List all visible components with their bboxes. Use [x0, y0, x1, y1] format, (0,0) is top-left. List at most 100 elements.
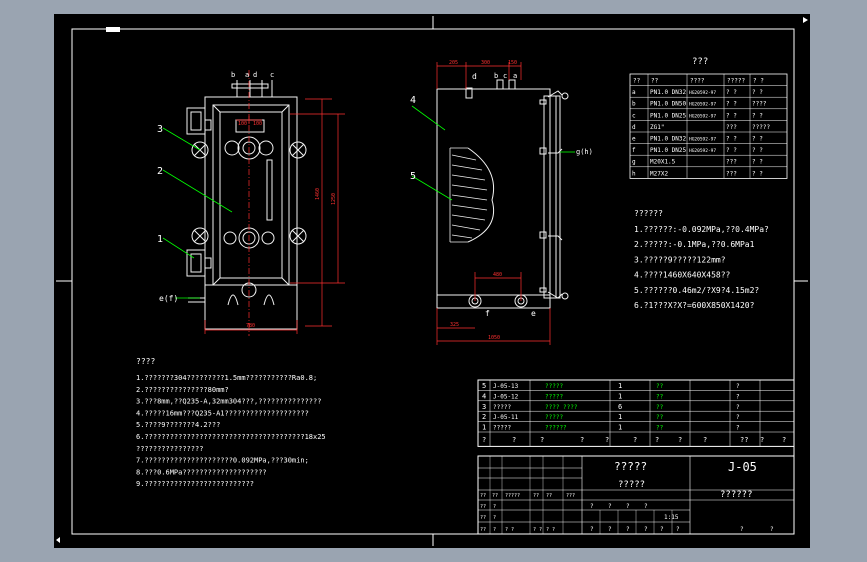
parts-row-note: ? [736, 393, 740, 400]
title-stage-cell: ? [644, 503, 648, 510]
parts-list-header: ? [605, 436, 609, 444]
nozzle-table-cell: a [632, 89, 636, 96]
nozzle-table-cell: ? ? [752, 159, 763, 166]
nozzle-table-cell: ? ? [726, 112, 737, 119]
nozzle-table-cell: ? ? [752, 89, 763, 96]
front-top-nozzles [231, 80, 273, 133]
tech-spec-line: 6.?1???X?X?=600X850X1420? [634, 301, 755, 310]
nozzle-table-cell: h [632, 170, 636, 177]
nozzle-table-cell: c [632, 112, 636, 119]
front-dim-top-left: 100 [238, 121, 247, 127]
parts-list-header: ?? [740, 436, 748, 444]
requirement-line: 3.???8mm,??Q235-A,32mm304???,???????????… [136, 398, 321, 406]
front-dim-bottom-width: 780 [246, 323, 255, 329]
title-footer-cell: ? [770, 526, 774, 533]
parts-row-qty: 1 [618, 382, 622, 390]
front-dimensions [204, 98, 345, 334]
nozzle-table-cell: g [632, 159, 636, 166]
parts-row-name: ?????? [545, 425, 567, 432]
parts-row-index: 3 [482, 403, 486, 411]
parts-list-header: ? [580, 436, 584, 444]
tech-spec-line: 4.????1460X640X458?? [634, 271, 731, 280]
company-name: ?????? [720, 490, 753, 500]
parts-list-header: ? [760, 436, 764, 444]
parts-row-code: J-05-11 [493, 414, 519, 421]
nozzle-table-cell: ? ? [752, 112, 763, 119]
title-cell: ?? [480, 504, 486, 510]
side-label-gh: g(h) [576, 148, 593, 156]
title-footer-cell: ? [626, 526, 630, 533]
nozzle-table-cell: M20X1.5 [650, 159, 676, 166]
nozzle-table-cell: ? ? [752, 136, 763, 143]
front-bottom-label: e(f) [159, 294, 178, 303]
title-sign-cell: ??? [566, 493, 575, 499]
tech-specs-title: ?????? [634, 209, 663, 218]
parts-row-material: ?? [656, 404, 664, 411]
nozzle-table-cell: PN1.0 DN25 [650, 147, 687, 154]
side-callout-4: 4 [410, 95, 416, 106]
front-dim-height-outer: 1460 [315, 188, 321, 200]
nozzle-table-cell: b [632, 101, 636, 108]
front-nozzle-label-d: d [253, 71, 257, 79]
drawing-number: J-05 [728, 460, 757, 474]
door-hinge-icons [186, 107, 212, 277]
title-footer-cell: ? [740, 526, 744, 533]
nozzle-table-header: ?? [651, 78, 659, 85]
requirement-line: 6.??????????????????????????????????????… [136, 433, 326, 441]
tech-specs: 1.??????:-0.092MPa,??0.4MPa?2.?????:-0.1… [634, 225, 769, 310]
requirement-line: 9.?????????????????????????? [136, 480, 254, 488]
tech-spec-line: 5.??????0.46m2/?X9?4.15m2? [634, 286, 759, 295]
side-view [411, 62, 575, 345]
requirement-line: 8.???0.6MPa???????????????????? [136, 468, 267, 476]
front-nozzle-label-b: b [231, 71, 235, 79]
parts-row-qty: 1 [618, 424, 622, 432]
title-cell: ? [493, 504, 496, 510]
parts-row-name: ????? [545, 393, 563, 400]
nozzle-table-frame [629, 73, 788, 179]
title-stage-cell: ? [608, 503, 612, 510]
front-door-inner [219, 111, 283, 279]
nozzle-table-cell: f [632, 147, 636, 154]
side-dim-150: 150 [508, 60, 517, 66]
front-callout-3: 3 [157, 124, 163, 135]
side-dim-300: 300 [481, 60, 490, 66]
drawing-scale: 1:15 [664, 514, 679, 521]
nozzle-table-cell: PN1.0 DN50 [650, 101, 687, 108]
nozzle-table-cell: ???? [752, 101, 767, 108]
title-footer-cell: ? [608, 526, 612, 533]
front-leaders [162, 127, 233, 299]
title-cell: ? ? [505, 527, 514, 533]
nozzle-table-cell: ? ? [726, 136, 737, 143]
nozzle-table-cell: ??? [726, 170, 737, 177]
parts-row-code: ????? [493, 404, 511, 411]
drawing-name: ????? [614, 460, 647, 473]
nozzle-table-cell: ??? [726, 124, 737, 131]
side-nozzle-label-a: a [513, 72, 517, 80]
parts-row-qty: 1 [618, 392, 622, 400]
tech-spec-line: 3.?????9?????122mm? [634, 255, 726, 264]
parts-row-qty: 1 [618, 413, 622, 421]
parts-list-header: ? [703, 436, 707, 444]
parts-row-note: ? [736, 404, 740, 411]
title-cell: ?? [480, 515, 486, 521]
nozzle-table-cell: e [632, 136, 636, 143]
nozzle-table-cell: HG20592-97 [689, 113, 716, 119]
parts-row-material: ?? [656, 393, 664, 400]
nozzle-table-cell: ? ? [752, 147, 763, 154]
parts-row-code: J-05-13 [493, 383, 519, 390]
requirement-line: 2.???????????????80mm? [136, 386, 229, 394]
title-footer-cell: ? [676, 526, 680, 533]
tech-spec-line: 1.??????:-0.092MPa,??0.4MPa? [634, 225, 769, 234]
nozzle-table-cell: ????? [752, 124, 770, 131]
parts-row-code: ????? [493, 425, 511, 432]
nozzle-table-title: ??? [692, 57, 708, 67]
side-dimensions [436, 62, 551, 345]
title-stage-cell: ? [590, 503, 594, 510]
side-door-clamp-icons [539, 90, 569, 300]
nozzle-table-header: ?? [633, 78, 641, 85]
requirement-line: 5.????9???????4.2??? [136, 421, 220, 429]
title-sign-cell: ????? [505, 493, 520, 499]
side-nozzle-label-c: c [503, 72, 507, 80]
requirement-line: 4.?????16mm???Q235-A1???????????????????… [136, 409, 309, 417]
